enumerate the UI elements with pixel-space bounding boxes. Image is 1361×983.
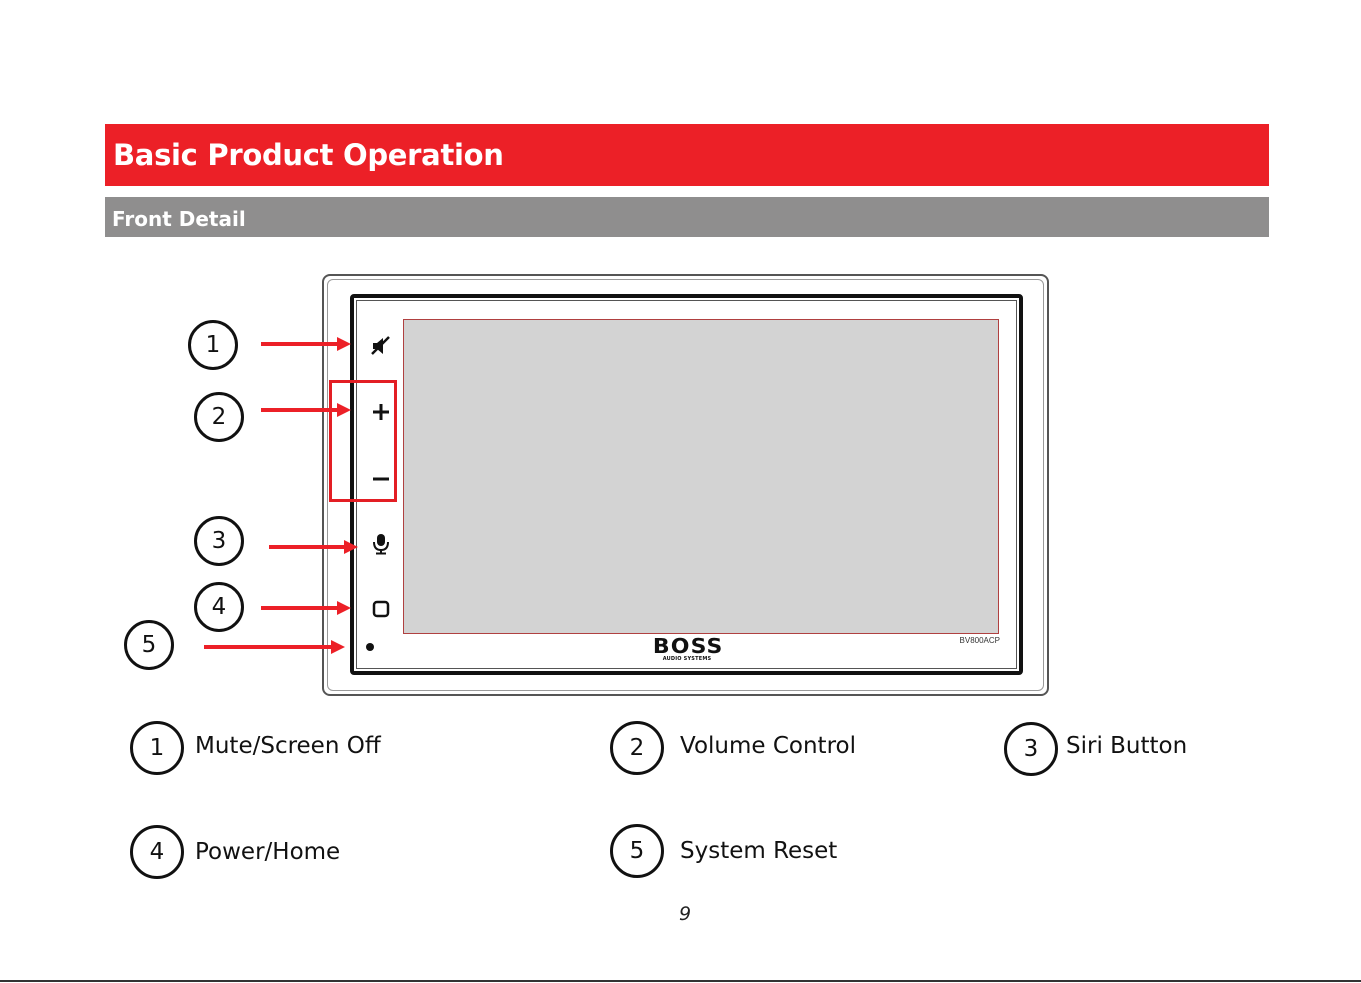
device-screen — [403, 319, 999, 634]
legend-label-1: Mute/Screen Off — [195, 733, 381, 759]
arrow-3 — [269, 540, 358, 554]
legend-label-2: Volume Control — [680, 733, 856, 759]
model-number: BV800ACP — [940, 636, 1000, 645]
brand-logo: BOSS AUDIO SYSTEMS — [656, 636, 718, 664]
page-number: 9 — [670, 903, 700, 925]
callout-1: 1 — [188, 320, 238, 370]
arrow-5 — [204, 640, 345, 654]
arrow-2 — [261, 403, 351, 417]
brand-name: BOSS — [653, 636, 721, 656]
legend-label-4: Power/Home — [195, 839, 340, 865]
legend-number-2: 2 — [610, 721, 664, 775]
microphone-icon — [372, 533, 390, 555]
legend-number-4: 4 — [130, 825, 184, 879]
mute-icon — [371, 336, 391, 356]
legend-label-3: Siri Button — [1066, 733, 1187, 759]
home-square-icon — [372, 600, 390, 618]
arrow-1 — [261, 337, 351, 351]
arrow-4 — [261, 601, 351, 615]
callout-3: 3 — [194, 516, 244, 566]
callout-2: 2 — [194, 392, 244, 442]
volume-highlight-box — [329, 380, 397, 502]
section-title: Basic Product Operation — [105, 124, 1269, 186]
section-subtitle: Front Detail — [105, 197, 1269, 237]
legend-label-5: System Reset — [680, 838, 837, 864]
callout-5: 5 — [124, 620, 174, 670]
legend-number-1: 1 — [130, 721, 184, 775]
legend-number-5: 5 — [610, 824, 664, 878]
bottom-rule — [0, 980, 1361, 982]
legend-number-3: 3 — [1004, 722, 1058, 776]
callout-4: 4 — [194, 582, 244, 632]
reset-hole — [366, 643, 374, 651]
